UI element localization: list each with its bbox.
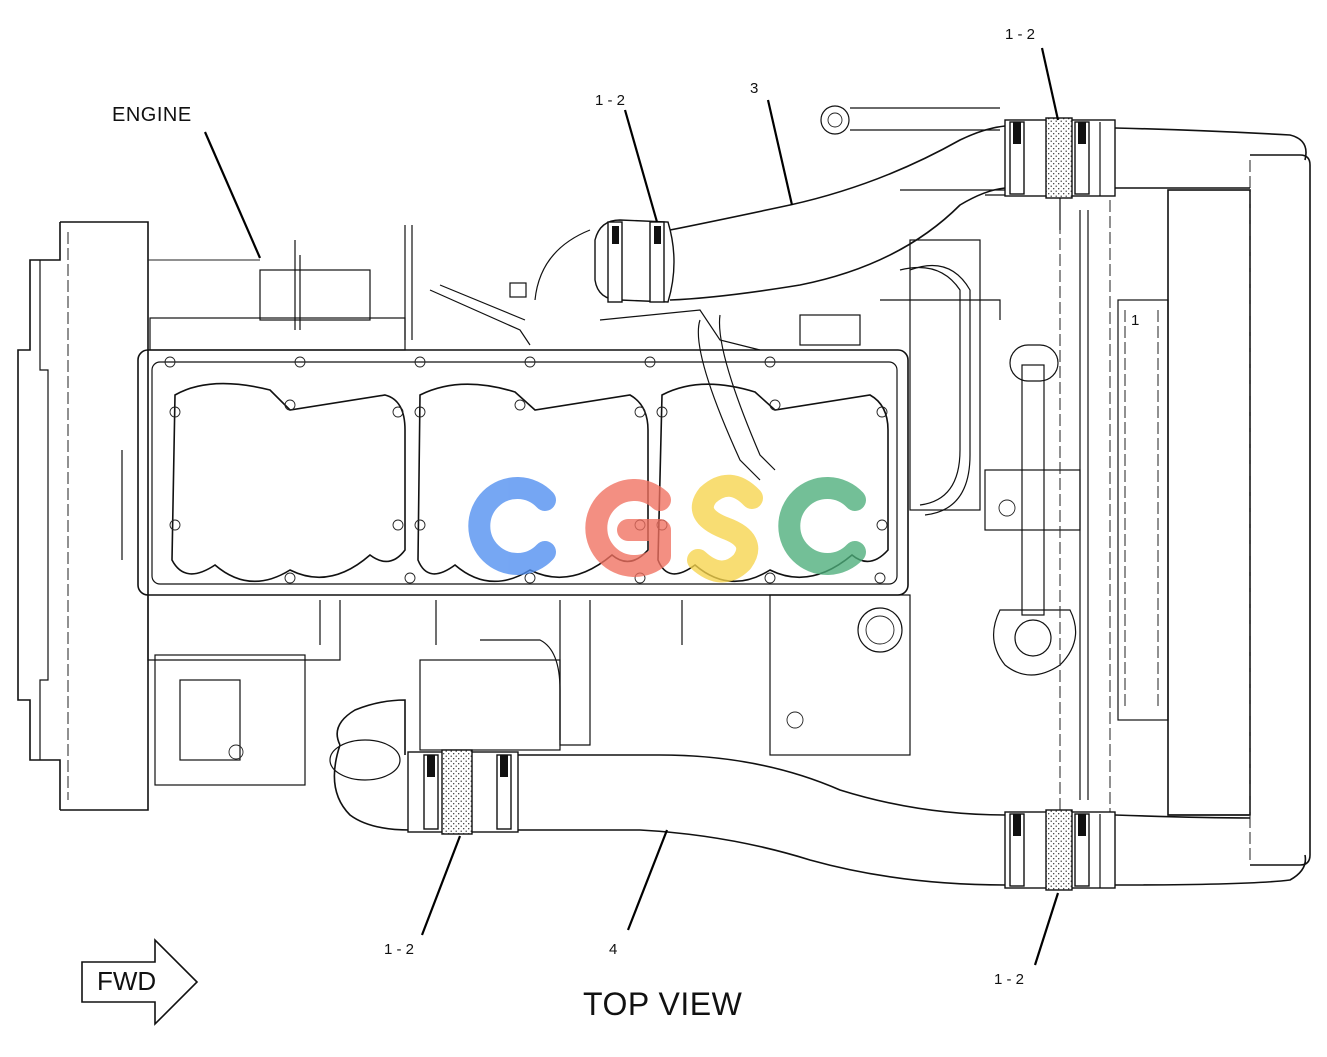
top-components (149, 225, 1001, 516)
bottom-left-clamp (407, 749, 519, 835)
callout-lower-hose: 4 (609, 941, 618, 958)
fwd-label: FWD (97, 966, 157, 996)
right-structure (900, 154, 1311, 866)
diagram-title: TOP VIEW (583, 986, 743, 1022)
leader-lines (203, 47, 1060, 966)
lower-hose (329, 699, 1307, 886)
bottom-right-clamp (1004, 809, 1116, 891)
callout-top-left-clamp: 1 - 2 (595, 92, 626, 109)
callout-upper-hose: 3 (750, 80, 759, 97)
engine-label: ENGINE (112, 104, 192, 126)
callout-top-right-clamp: 1 - 2 (1005, 26, 1036, 43)
upper-hose (594, 105, 1307, 303)
flywheel-housing (17, 221, 260, 811)
callout-bottom-right-clamp: 1 - 2 (994, 971, 1025, 988)
cgsc-watermark-logo (468, 474, 866, 583)
callout-bottom-left-clamp: 1 - 2 (384, 941, 415, 958)
callout-right-side: 1 (1131, 312, 1140, 329)
fwd-arrow (81, 938, 199, 1026)
top-right-clamp (1004, 117, 1116, 199)
